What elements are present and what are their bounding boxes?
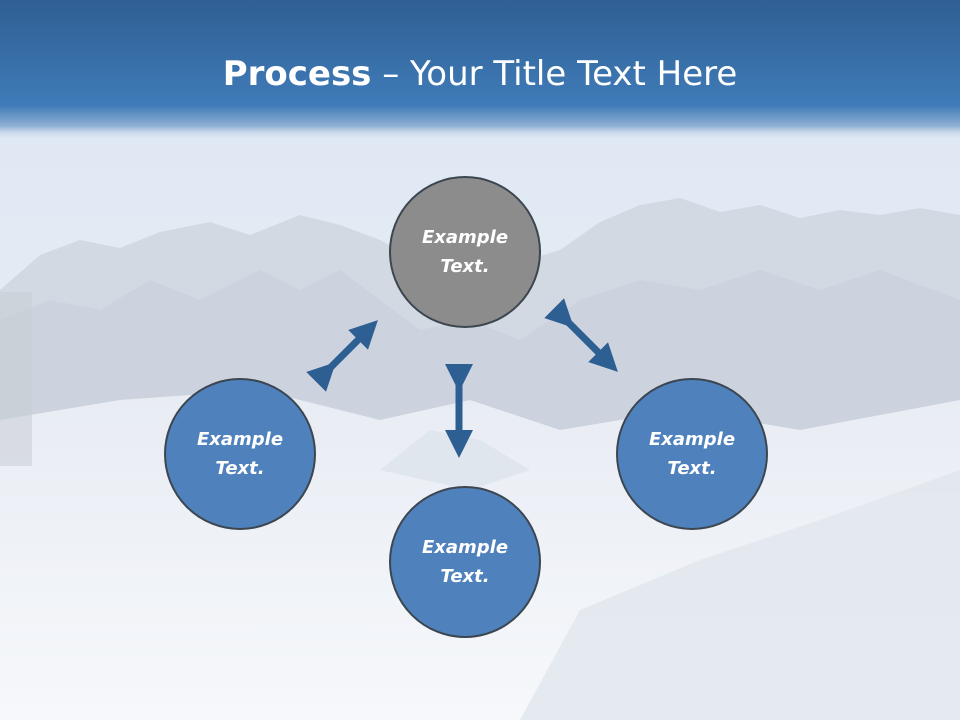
title-band bbox=[0, 0, 960, 140]
title-rest: – Your Title Text Here bbox=[371, 54, 738, 94]
node-right[interactable]: Example Text. bbox=[616, 378, 768, 530]
node-left-text: Example Text. bbox=[196, 429, 284, 479]
title-bold: Process bbox=[222, 54, 372, 94]
node-left[interactable]: Example Text. bbox=[164, 378, 316, 530]
slide-title[interactable]: Process – Your Title Text Here bbox=[0, 52, 960, 96]
sign-fragment bbox=[0, 292, 32, 466]
node-bottom-text: Example Text. bbox=[421, 537, 509, 587]
node-top-text: Example Text. bbox=[421, 227, 509, 277]
node-top[interactable]: Example Text. bbox=[389, 176, 541, 328]
node-bottom[interactable]: Example Text. bbox=[389, 486, 541, 638]
node-right-text: Example Text. bbox=[648, 429, 736, 479]
